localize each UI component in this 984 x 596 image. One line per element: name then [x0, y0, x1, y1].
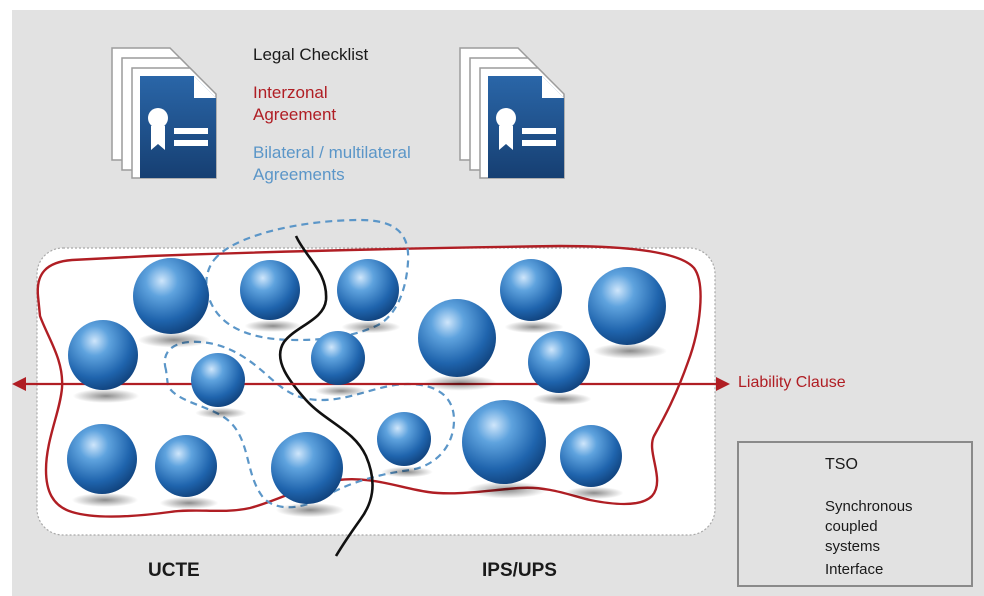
- interzonal-boundary: [36, 244, 702, 518]
- tso-shadow: [532, 392, 592, 406]
- ucte-label: UCTE: [148, 560, 200, 581]
- tso-shadow: [381, 466, 433, 478]
- certificate-icon: [140, 76, 216, 178]
- tso-shadow: [564, 486, 624, 500]
- liability-arrow: [12, 377, 730, 391]
- tso-sphere: [311, 331, 365, 385]
- tso-sphere: [133, 258, 209, 334]
- tso-shadow: [159, 496, 219, 510]
- tso-shadow: [195, 407, 247, 419]
- ips-ups-label: IPS/UPS: [482, 560, 557, 581]
- tso-sphere: [240, 260, 300, 320]
- tso-shadow: [504, 320, 564, 334]
- bilateral-boundary-lower: [163, 340, 456, 509]
- tso-sphere: [271, 432, 343, 504]
- tso-sphere: [377, 412, 431, 466]
- document-stack-icon-right: [459, 47, 565, 179]
- tso-sphere: [500, 259, 562, 321]
- tso-shadow: [137, 332, 211, 348]
- tso-sphere: [67, 424, 137, 494]
- tso-shadow: [467, 481, 547, 499]
- tso-sphere: [528, 331, 590, 393]
- tso-shadow: [422, 375, 498, 391]
- tso-shadow: [275, 502, 345, 518]
- liability-clause-label: Liability Clause: [738, 374, 846, 391]
- legal-checklist-label: Legal Checklist: [253, 45, 369, 64]
- tso-shadow: [72, 389, 140, 403]
- legend-tso-label: TSO: [825, 456, 858, 473]
- bilateral-boundary-upper: [205, 218, 410, 342]
- legend-interface-label: Interface: [825, 561, 884, 578]
- legend-synchronous-label: Synchronous coupled systems: [825, 498, 913, 555]
- tso-sphere: [68, 320, 138, 390]
- tso-shadow: [341, 320, 401, 334]
- tso-sphere: [462, 400, 546, 484]
- tso-shadow: [71, 493, 139, 507]
- tso-group: [67, 258, 668, 518]
- bilateral-agreements-label: Bilateral / multilateral Agreements: [253, 143, 411, 184]
- tso-sphere: [418, 299, 496, 377]
- tso-shadow: [315, 385, 367, 397]
- tso-shadow: [244, 320, 302, 332]
- tso-sphere: [337, 259, 399, 321]
- tso-sphere: [155, 435, 217, 497]
- tso-sphere: [560, 425, 622, 487]
- tso-shadow: [592, 343, 668, 359]
- interface-line: [278, 235, 374, 557]
- tso-sphere: [588, 267, 666, 345]
- document-stack-icon-left: [111, 47, 217, 179]
- legend: [737, 441, 973, 587]
- tso-sphere: [191, 353, 245, 407]
- certificate-icon: [488, 76, 564, 178]
- interzonal-agreement-label: Interzonal Agreement: [253, 83, 337, 124]
